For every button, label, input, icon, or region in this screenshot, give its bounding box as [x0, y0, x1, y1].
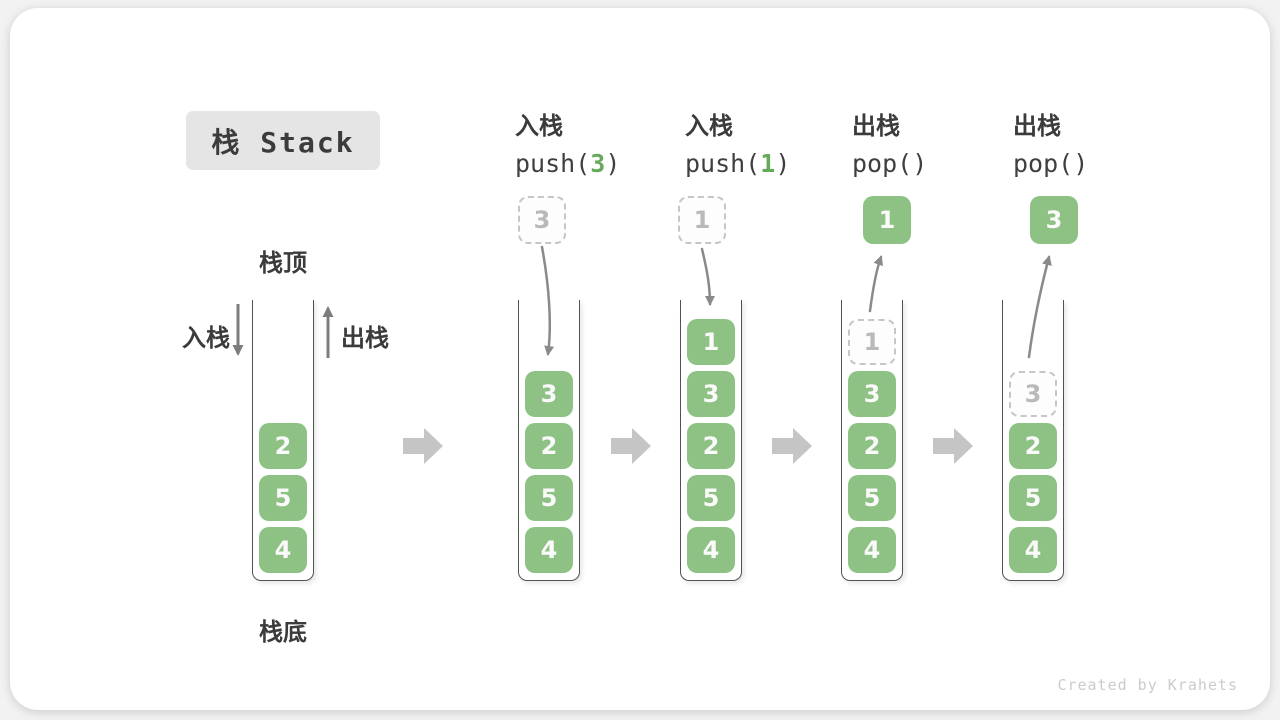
stack-item: 2 [525, 423, 573, 469]
stack-item: 2 [848, 423, 896, 469]
title-badge: 栈 Stack [186, 111, 380, 170]
code-post: ) [775, 149, 791, 178]
code-arg: 3 [590, 149, 606, 178]
step-code: pop() [852, 149, 927, 178]
stack-item: 2 [687, 423, 735, 469]
stack-top-label: 栈顶 [259, 249, 307, 277]
stack-item: 4 [525, 527, 573, 573]
stack-item: 3 [848, 371, 896, 417]
code-arg: 1 [760, 149, 776, 178]
popped-ghost-item: 1 [848, 319, 896, 365]
floating-value-box: 1 [678, 196, 726, 244]
stack-item: 2 [259, 423, 307, 469]
step-op-label: 入栈 [685, 112, 733, 140]
stack-item: 5 [259, 475, 307, 521]
step-code: push(3) [515, 149, 620, 178]
code-post: ) [912, 149, 928, 178]
stack-item: 4 [687, 527, 735, 573]
floating-value-box: 1 [863, 196, 911, 244]
step-code: pop() [1013, 149, 1088, 178]
code-post: ) [1073, 149, 1089, 178]
floating-value-box: 3 [1030, 196, 1078, 244]
floating-value-box: 3 [518, 196, 566, 244]
stack-item: 5 [848, 475, 896, 521]
pop-label: 出栈 [341, 324, 389, 352]
code-pre: push( [515, 149, 591, 178]
code-pre: push( [685, 149, 761, 178]
stack-bottom-label: 栈底 [259, 618, 307, 646]
step-op-label: 出栈 [1013, 112, 1061, 140]
stack-item: 4 [259, 527, 307, 573]
stack-item: 3 [687, 371, 735, 417]
stack-item: 4 [1009, 527, 1057, 573]
step-op-label: 入栈 [515, 112, 563, 140]
watermark: Created by Krahets [1057, 676, 1238, 694]
page-title: 栈 Stack [211, 125, 355, 159]
code-pre: pop( [852, 149, 913, 178]
push-label: 入栈 [182, 324, 230, 352]
step-1-header: 入栈 push(3) [515, 106, 620, 178]
step-code: push(1) [685, 149, 790, 178]
stack-item: 5 [1009, 475, 1057, 521]
stack-item: 5 [525, 475, 573, 521]
stack-item: 1 [687, 319, 735, 365]
popped-ghost-item: 3 [1009, 371, 1057, 417]
step-2-header: 入栈 push(1) [685, 106, 790, 178]
step-3-header: 出栈 pop() [852, 106, 927, 178]
step-op-label: 出栈 [852, 112, 900, 140]
code-pre: pop( [1013, 149, 1074, 178]
stack-item: 2 [1009, 423, 1057, 469]
stack-item: 4 [848, 527, 896, 573]
stack-item: 5 [687, 475, 735, 521]
code-post: ) [605, 149, 621, 178]
stack-item: 3 [525, 371, 573, 417]
step-4-header: 出栈 pop() [1013, 106, 1088, 178]
